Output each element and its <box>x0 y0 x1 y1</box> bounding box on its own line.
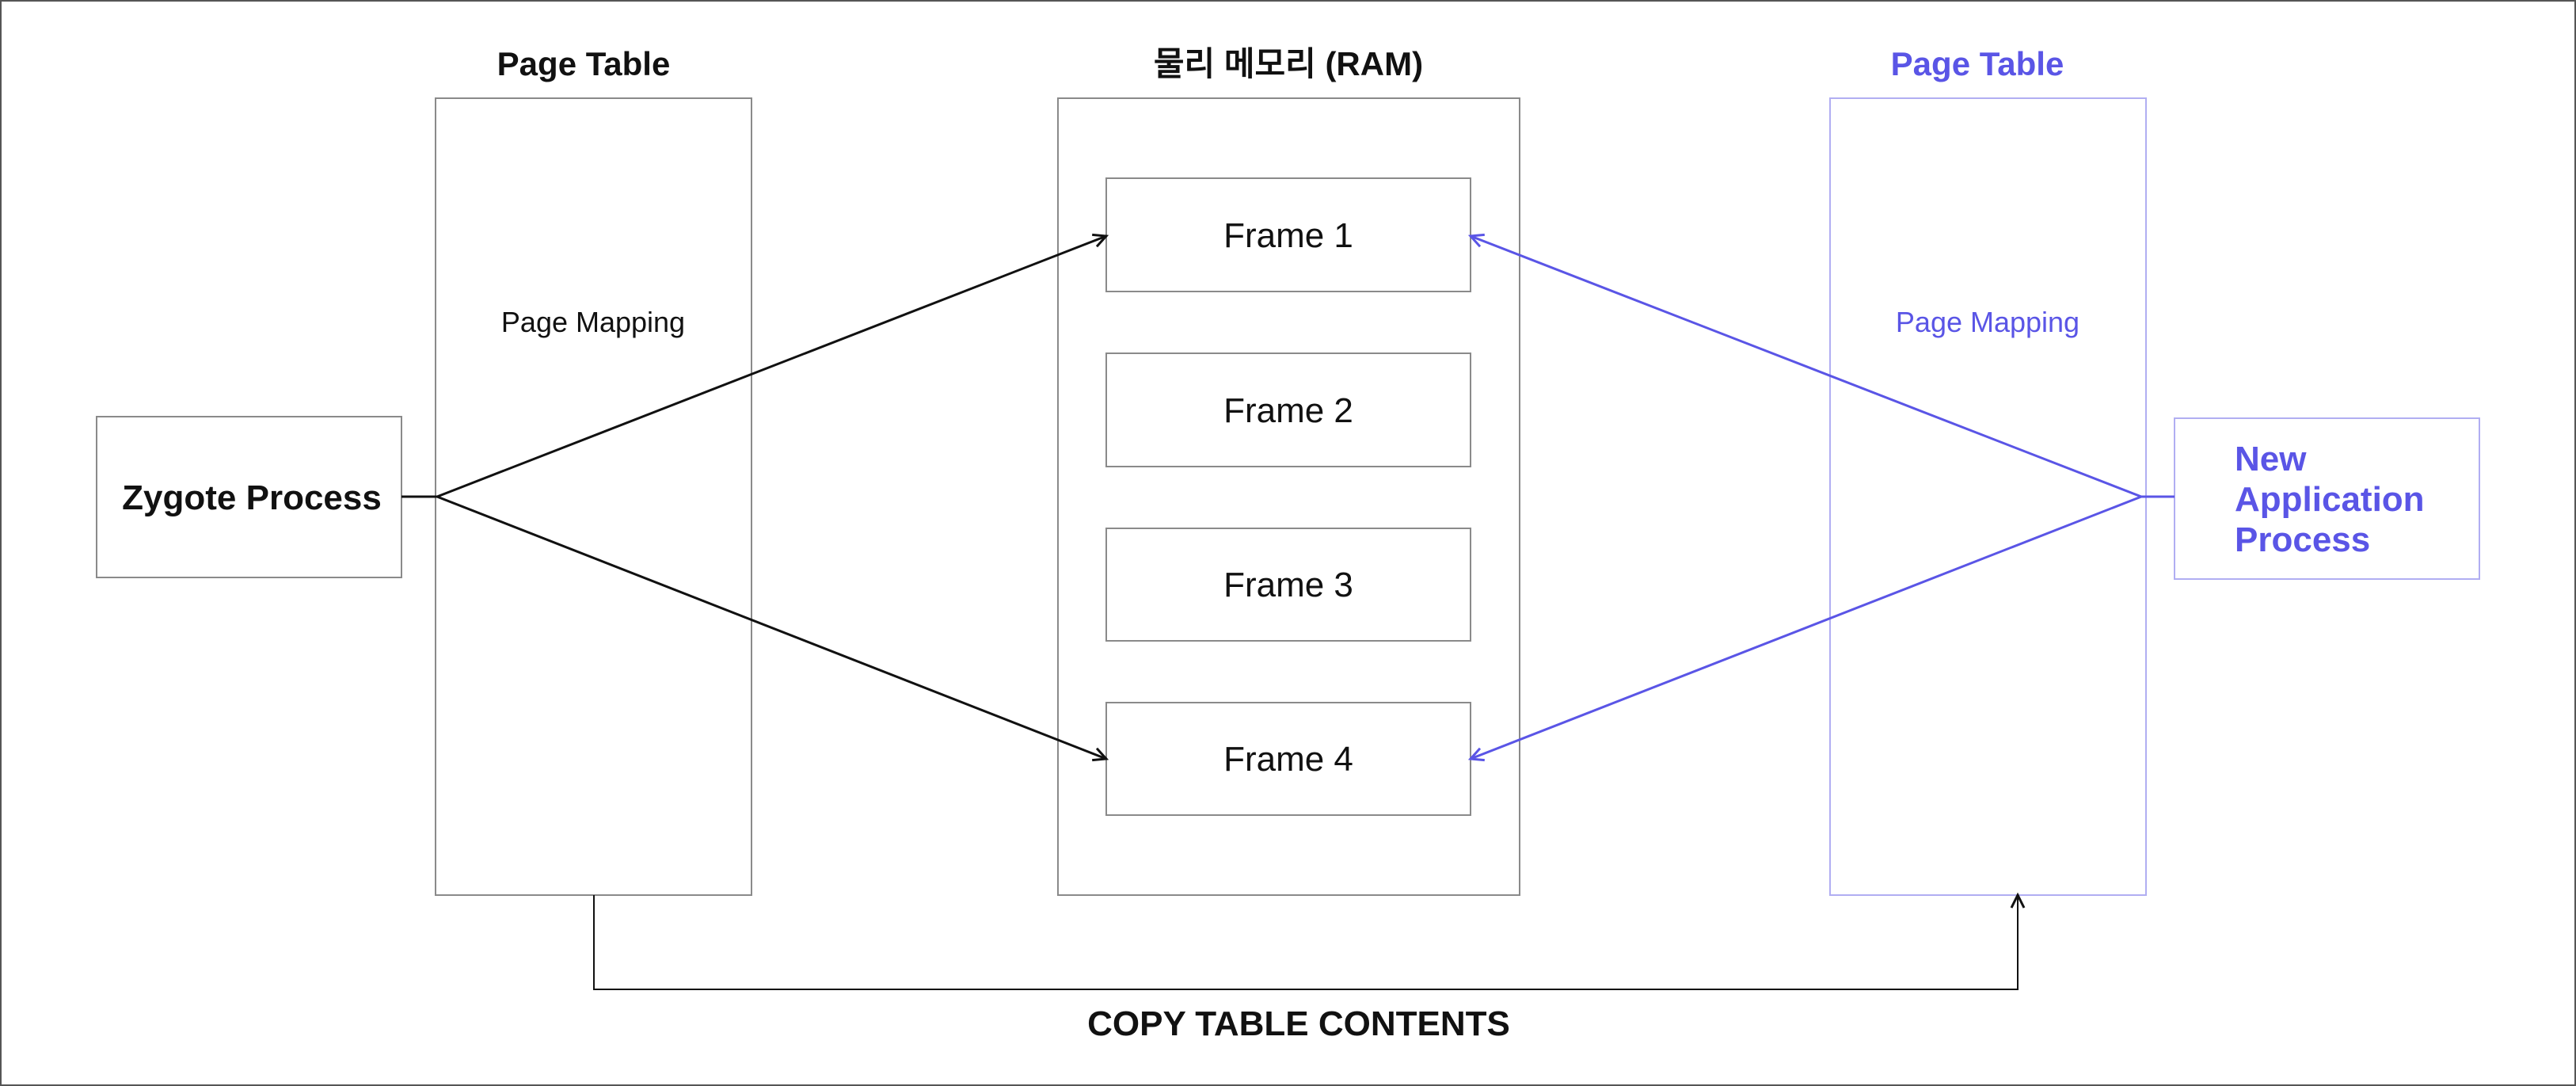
right-page-mapping: Page Mapping <box>1896 306 2079 338</box>
ram-box <box>1057 97 1520 896</box>
zygote-to-frame-4-arrow <box>436 495 1109 762</box>
frame-2-label: Frame 2 <box>1223 391 1353 430</box>
new-app-label-line-1: New <box>2235 440 2307 478</box>
new-application-process: New Application Process <box>2174 417 2480 580</box>
frame-1-label: Frame 1 <box>1223 216 1353 255</box>
new-app-label-line-2: Application <box>2235 480 2425 519</box>
new-app-to-frame-1-arrow <box>1467 233 2142 498</box>
svg-text:New Application Pr: New Application Process <box>2235 440 2434 559</box>
frame-3-label: Frame 3 <box>1223 566 1353 604</box>
zygote-process-label: Zygote Process <box>122 478 382 517</box>
copy-table-label: COPY TABLE CONTENTS <box>1087 1004 1510 1043</box>
new-app-to-frame-4-arrow <box>1467 495 2142 762</box>
frame-2: Frame 2 <box>1105 352 1471 467</box>
right-page-table-title: Page Table <box>1891 45 2064 82</box>
copy-table-connector <box>593 892 2026 990</box>
ram-title: 물리 메모리 (RAM) <box>1154 45 1423 82</box>
frame-4-label: Frame 4 <box>1223 740 1353 779</box>
new-app-label-line-3: Process <box>2235 520 2370 559</box>
left-page-table-title: Page Table <box>497 45 671 82</box>
zygote-to-frame-1-arrow <box>436 233 1109 498</box>
frame-3: Frame 3 <box>1105 528 1471 642</box>
left-page-mapping: Page Mapping <box>501 306 685 338</box>
